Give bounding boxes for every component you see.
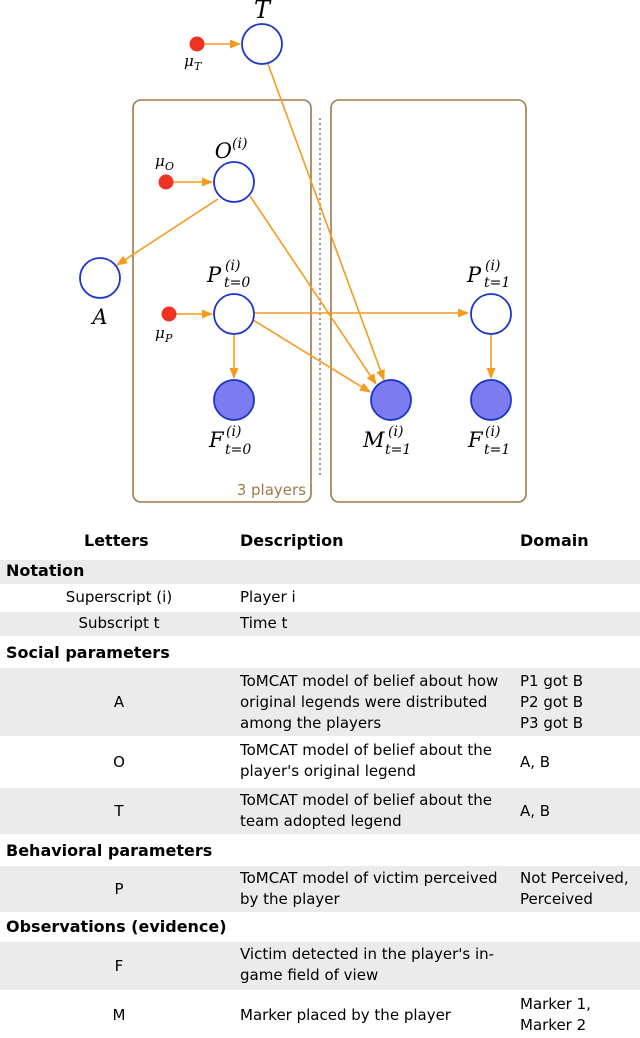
node-P0 (213, 293, 255, 335)
label-muP: μ (155, 324, 165, 342)
section-observations: Observations (evidence) (0, 916, 640, 940)
label-P0-sub: t=0 (224, 275, 250, 291)
cell-description: ToMCAT model of belief about the team ad… (240, 791, 492, 830)
label-P1-sup: (i) (485, 258, 500, 274)
label-F1-sub: t=1 (484, 442, 510, 458)
cell-description: Time t (240, 614, 288, 632)
cell-letter: M (112, 1005, 126, 1024)
table-row: M Marker placed by the player Marker 1, … (0, 992, 640, 1038)
cell-letter: Subscript t (78, 614, 160, 632)
cell-description: ToMCAT model of victim perceived by the … (240, 869, 498, 908)
plate-t1 (330, 99, 527, 503)
edge-O-M1 (249, 195, 377, 385)
section-notation: Notation (0, 560, 640, 584)
section-title: Notation (6, 561, 85, 580)
label-muT-sub: T (194, 60, 203, 73)
section-social: Social parameters (0, 642, 640, 666)
label-F1-sup: (i) (485, 424, 500, 440)
node-P1 (470, 293, 512, 335)
label-T: T (254, 0, 272, 24)
node-T (241, 23, 283, 65)
cell-description: ToMCAT model of belief about how origina… (240, 672, 499, 732)
label-P0: P (206, 263, 222, 287)
edge-T-M1 (267, 63, 385, 382)
header-description: Description (240, 531, 344, 550)
label-F0-sub: t=0 (225, 442, 251, 458)
label-M1-sup: (i) (388, 424, 403, 440)
cell-domain: Marker 1, Marker 2 (520, 995, 591, 1034)
plate-label: 3 players (237, 481, 306, 499)
cell-letter: F (114, 956, 124, 975)
table-header: Letters Description Domain (0, 530, 640, 556)
graphical-model-diagram: 3 players T O (i) A P (i) t=0 (79, 0, 527, 503)
label-O-sup: (i) (232, 136, 247, 152)
cell-description: ToMCAT model of belief about the player'… (240, 741, 492, 780)
label-F1: F (467, 428, 484, 452)
node-A (79, 257, 121, 299)
cell-domain: A, B (520, 752, 551, 771)
label-A: A (90, 305, 107, 329)
cell-domain: A, B (520, 801, 551, 820)
plate-t0 (132, 99, 312, 503)
cell-letter: P (114, 879, 124, 898)
label-muO-sub: O (165, 160, 174, 173)
label-O: O (215, 139, 232, 163)
table-row: F Victim detected in the player's in- ga… (0, 942, 640, 990)
cell-description: Player i (240, 588, 296, 606)
label-muO: μ (155, 152, 165, 170)
label-M1-sub: t=1 (385, 442, 411, 458)
prior-muO-dot (158, 174, 174, 190)
prior-muT-dot (189, 36, 205, 52)
table-row: Superscript (i) Player i (0, 586, 640, 610)
cell-description: Marker placed by the player (240, 1005, 451, 1024)
table-row: T ToMCAT model of belief about the team … (0, 788, 640, 834)
section-title: Social parameters (6, 643, 170, 662)
table-row: O ToMCAT model of belief about the playe… (0, 738, 640, 786)
section-title: Behavioral parameters (6, 841, 213, 860)
node-O (213, 161, 255, 203)
table-row: Subscript t Time t (0, 612, 640, 636)
section-behavioral: Behavioral parameters (0, 840, 640, 864)
cell-letter: Superscript (i) (65, 588, 173, 606)
edge-O-A (116, 198, 219, 266)
label-P1: P (466, 263, 482, 287)
cell-domain: P1 got B P2 got B P3 got B (520, 672, 583, 732)
prior-muP-dot (161, 306, 177, 322)
cell-letter: O (113, 752, 125, 771)
cell-description: Victim detected in the player's in- game… (240, 945, 495, 984)
label-muT: μ (184, 52, 194, 70)
cell-domain: Not Perceived, Perceived (520, 869, 629, 908)
label-P1-sub: t=1 (484, 275, 510, 291)
node-F1 (470, 379, 512, 421)
node-M1 (370, 379, 412, 421)
table-row: P ToMCAT model of victim perceived by th… (0, 866, 640, 912)
label-M1: M (362, 428, 385, 452)
label-muP-sub: P (164, 332, 173, 345)
header-domain: Domain (520, 531, 589, 550)
section-title: Observations (evidence) (6, 917, 227, 936)
label-F0-sup: (i) (226, 424, 241, 440)
header-letters: Letters (84, 531, 149, 550)
node-F0 (213, 379, 255, 421)
cell-letter: A (113, 692, 125, 711)
label-F0: F (208, 428, 225, 452)
label-P0-sup: (i) (225, 258, 240, 274)
cell-letter: T (114, 801, 124, 820)
edge-P0-M1 (252, 319, 371, 393)
table-row: A ToMCAT model of belief about how origi… (0, 668, 640, 736)
